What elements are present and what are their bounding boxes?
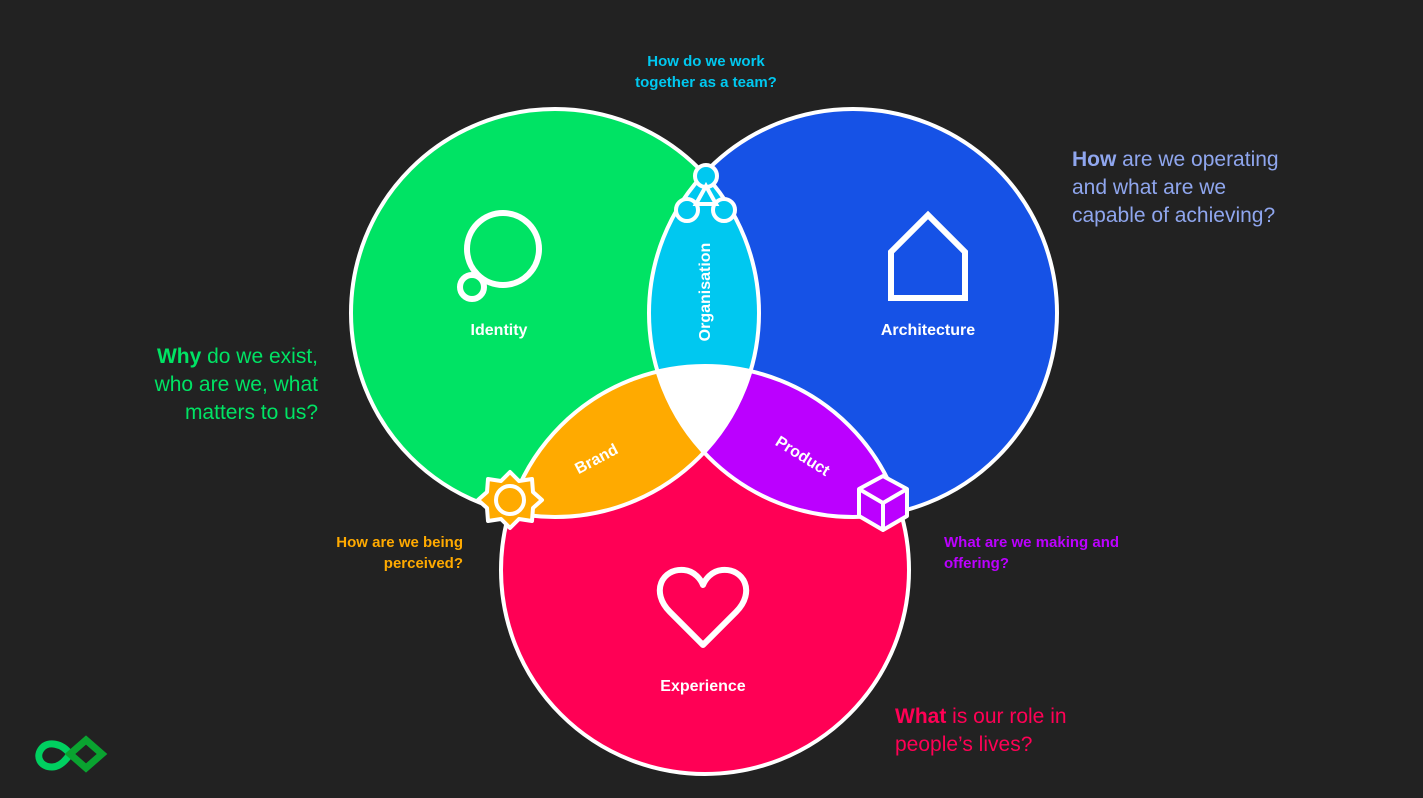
product-overlap xyxy=(649,366,909,517)
identity-label: Identity xyxy=(470,322,528,339)
product-question: What are we making and offering? xyxy=(944,534,1120,572)
architecture-label: Architecture xyxy=(880,322,976,339)
infinity-logo-icon xyxy=(35,735,108,773)
brand-question: How are we being perceived? xyxy=(336,534,463,572)
brand-overlap xyxy=(501,366,759,517)
organisation-label: Organisation xyxy=(697,242,714,342)
architecture-question: How are we operating and what are we cap… xyxy=(1072,148,1279,227)
heart-icon xyxy=(656,566,750,648)
experience-label: Experience xyxy=(660,678,746,695)
network-triangle-icon xyxy=(674,163,737,223)
cube-icon xyxy=(857,474,909,532)
identity-question: Why do we exist, who are we, what matter… xyxy=(154,345,318,424)
organisation-question: How do we work together as a team? xyxy=(635,53,777,91)
sun-badge-icon xyxy=(476,470,544,530)
experience-question: What is our role in people’s lives? xyxy=(895,705,1067,756)
house-icon xyxy=(888,210,968,301)
thought-bubble-icon xyxy=(457,210,542,302)
